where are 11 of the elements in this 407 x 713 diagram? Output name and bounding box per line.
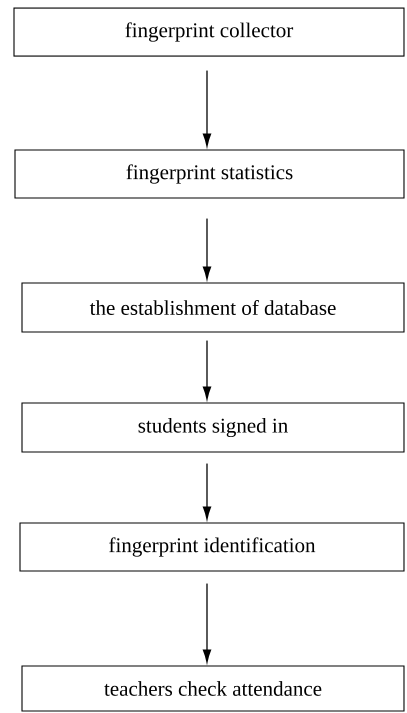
process-box: fingerprint identification (19, 522, 405, 572)
process-box: students signed in (21, 402, 405, 453)
arrow (202, 584, 212, 663)
process-box: fingerprint collector (13, 7, 405, 57)
process-box: fingerprint statistics (14, 149, 405, 199)
arrow (202, 70, 212, 147)
arrow (202, 340, 212, 400)
process-box: the establishment of database (21, 282, 405, 333)
arrow (202, 218, 212, 280)
arrow (202, 464, 212, 520)
process-box: teachers check attendance (21, 665, 405, 712)
